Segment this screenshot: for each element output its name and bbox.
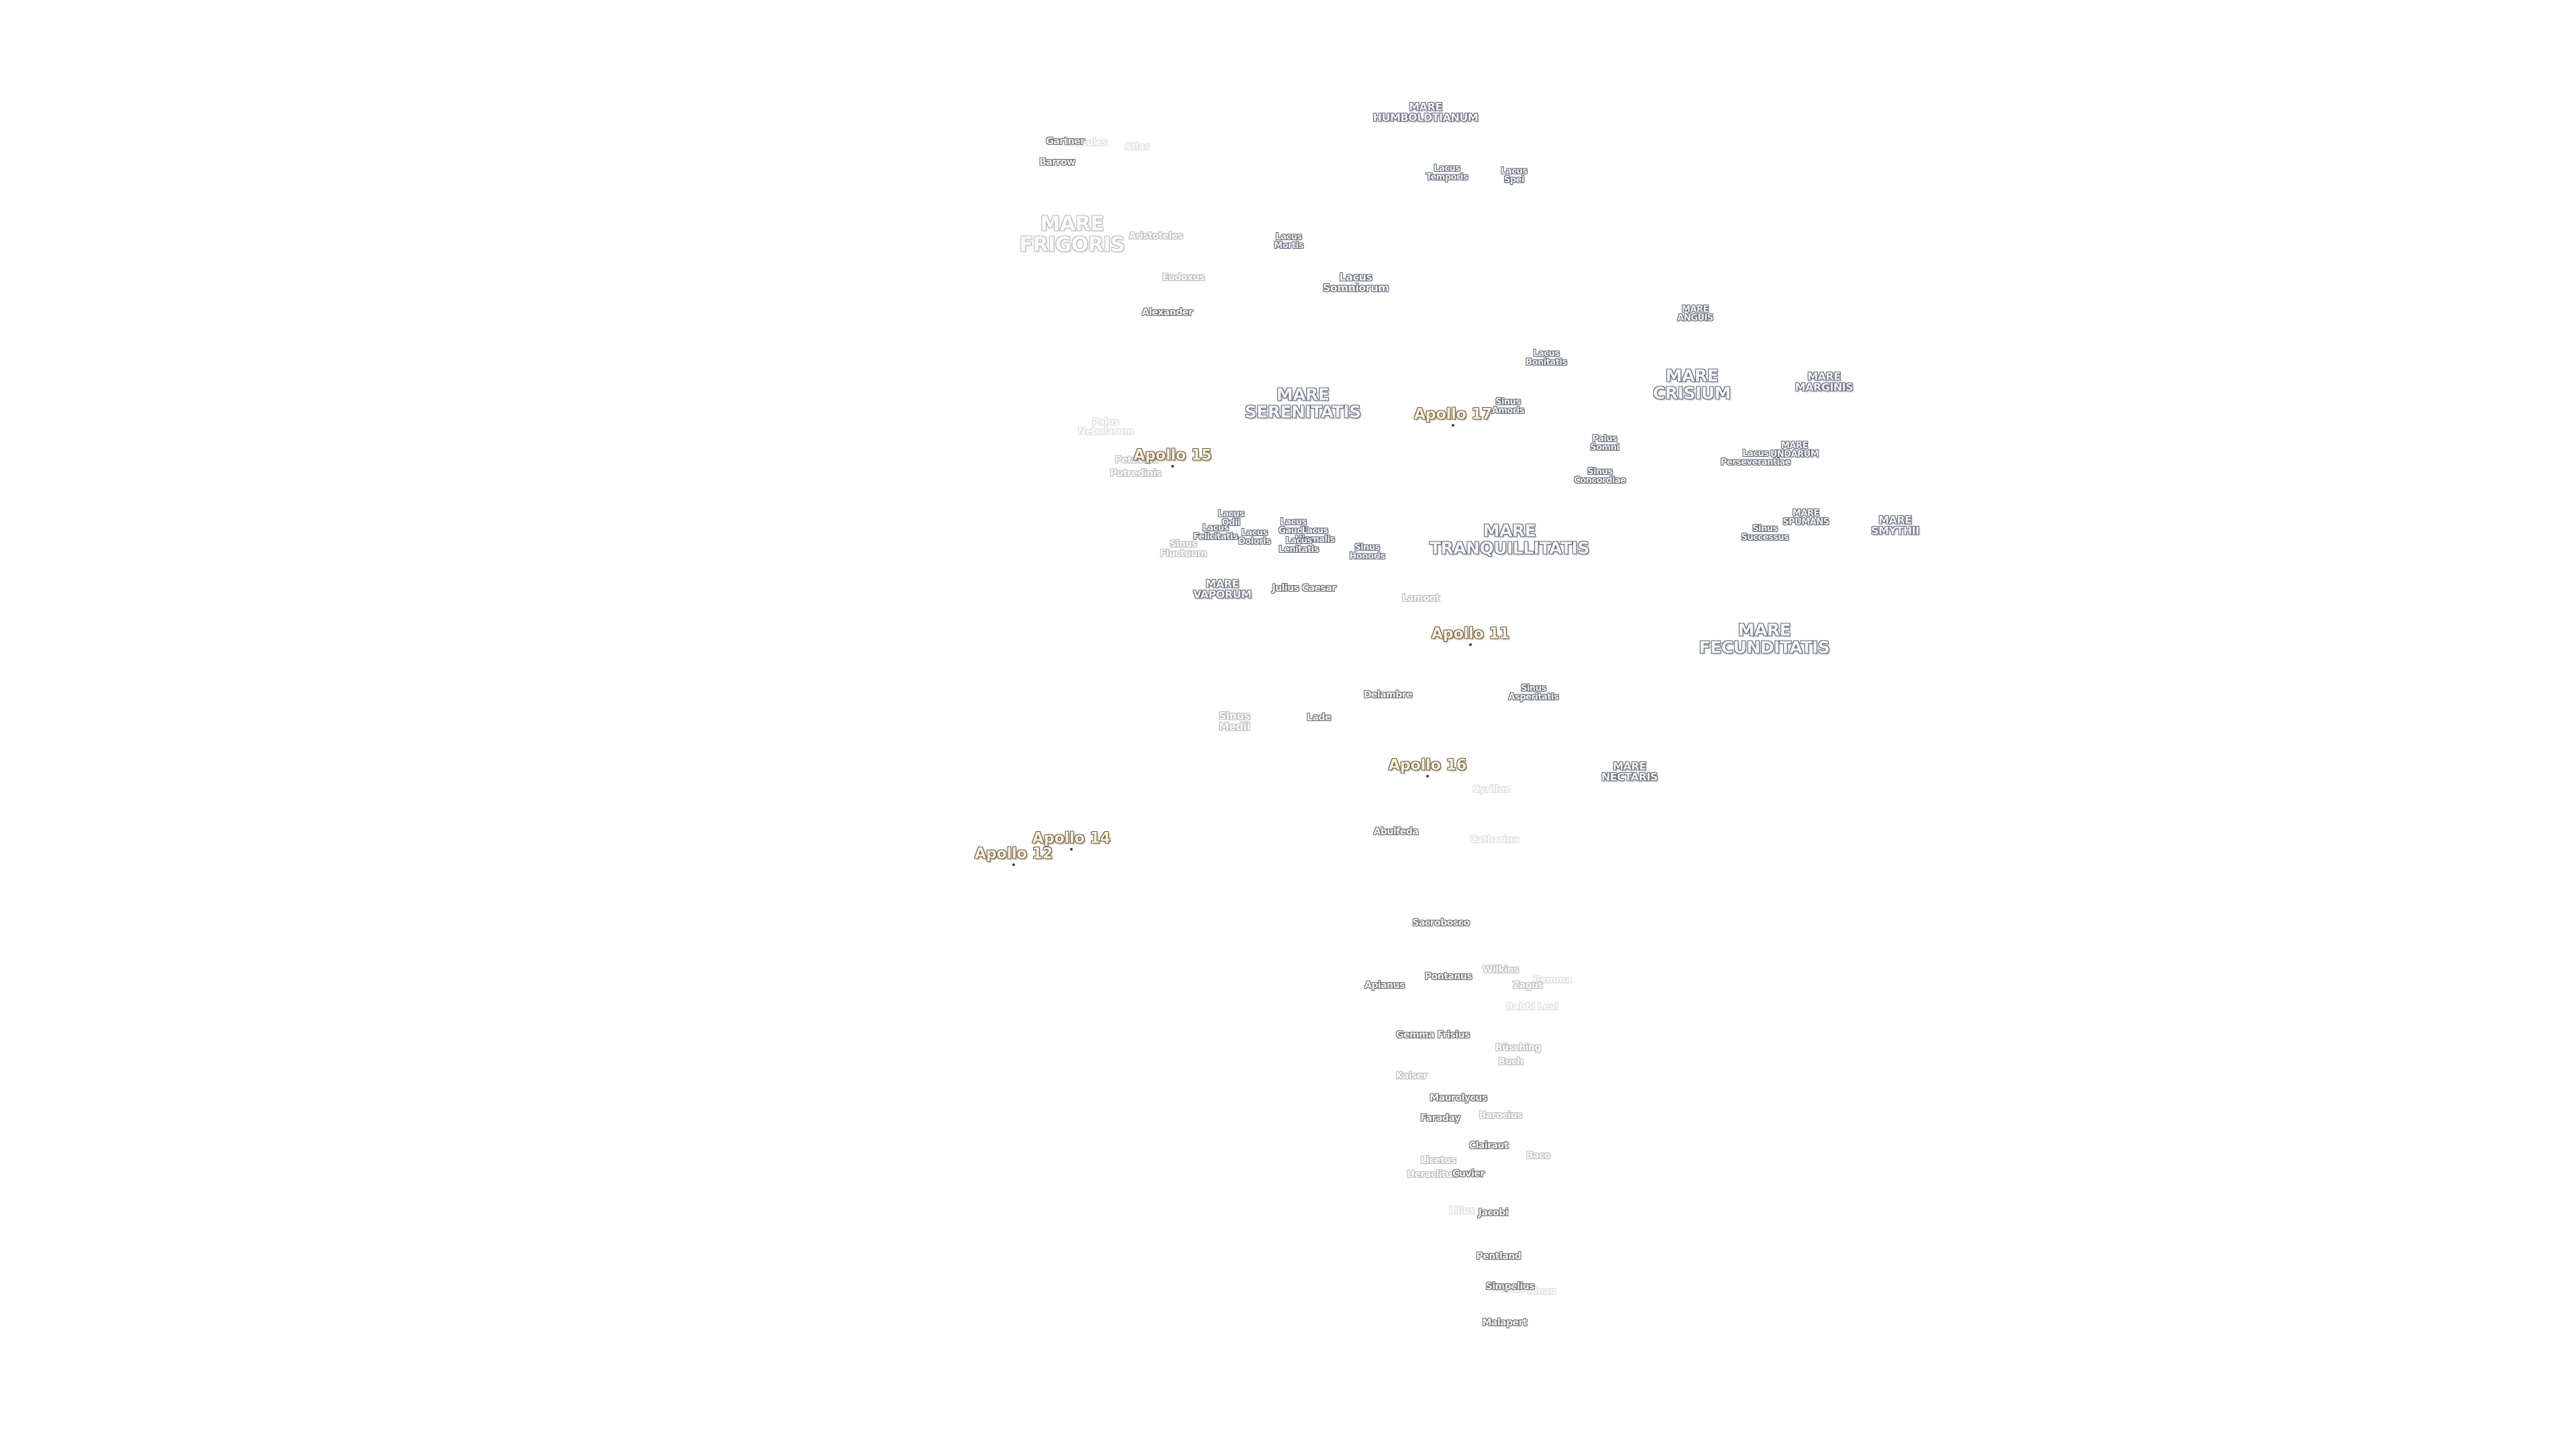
feature-label-lade: Lade (1307, 712, 1331, 723)
feature-label-lacus-perseverantiae: Lacus Perseverantiae (1720, 448, 1791, 468)
feature-label-lacus-somniorum: Lacus Somniorum (1322, 270, 1389, 294)
feature-label-barrow: Barrow (1039, 156, 1075, 168)
feature-label-rabbi-levi: Rabbi Levi (1506, 1001, 1558, 1012)
feature-label-maurolycus: Maurolycus (1430, 1092, 1487, 1104)
feature-label-lilius: Lilius (1448, 1205, 1475, 1216)
feature-label-mare-crisium: MARE CRISIUM (1653, 366, 1731, 402)
feature-label-palus-nebularum: Palus Nebularum (1077, 417, 1134, 437)
feature-label-sinus-amoris: Sinus Amoris (1491, 396, 1525, 416)
feature-label-lacus-temporis: Lacus Temporis (1426, 163, 1468, 182)
feature-label-mare-tranquillitatis: MARE TRANQUILLITATIS (1430, 521, 1589, 557)
landing-site-marker[interactable] (1426, 775, 1429, 777)
feature-label-lamont: Lamont (1401, 592, 1440, 604)
feature-label-gemma: Gemma (1533, 974, 1572, 985)
feature-label-kinau: Kinau (1527, 1285, 1556, 1297)
feature-label-mare-frigoris: MARE FRIGORIS (1019, 212, 1125, 256)
feature-label-mare-anguis: MARE ANGUIS (1677, 304, 1713, 323)
feature-label-licetus: Licetus (1420, 1155, 1456, 1166)
feature-label-kaiser: Kaiser (1395, 1070, 1428, 1081)
feature-label-lacus-odii: Lacus Odii (1218, 508, 1244, 528)
feature-label-faraday: Faraday (1420, 1112, 1460, 1124)
feature-label-heraclitus: Heraclitus (1407, 1169, 1458, 1180)
feature-label-lacus-felicitatis: Lacus Felicitatis (1193, 523, 1238, 542)
feature-label-b-sching: Büsching (1495, 1042, 1542, 1053)
apollo-site-apollo-14[interactable]: Apollo 14 (1032, 830, 1111, 847)
feature-label-mare-fecunditatis: MARE FECUNDITATIS (1699, 620, 1830, 657)
landing-site-marker[interactable] (1012, 863, 1015, 866)
feature-label-malapert: Malapert (1482, 1317, 1527, 1328)
feature-label-palus-somni: Palus Somni (1590, 433, 1619, 453)
feature-label-mare-undarum: MARE UNDARUM (1770, 440, 1819, 460)
feature-label-mare-nectaris: MARE NECTARIS (1601, 759, 1658, 784)
feature-label-atlas: Atlas (1124, 141, 1150, 152)
feature-label-gemma-frisius: Gemma Frisius (1396, 1029, 1470, 1040)
apollo-site-apollo-16[interactable]: Apollo 16 (1388, 757, 1467, 774)
apollo-site-apollo-15[interactable]: Apollo 15 (1133, 447, 1212, 464)
feature-label-sacrobosco: Sacrobosco (1412, 917, 1470, 928)
landing-site-marker[interactable] (1171, 465, 1174, 468)
feature-label-pontanus: Pontanus (1424, 971, 1472, 982)
feature-label-lacus-spei: Lacus Spei (1501, 166, 1527, 185)
feature-label-mare-humboldtianum: MARE HUMBOLDTIANUM (1373, 100, 1479, 124)
feature-label-lacus-bonitatis: Lacus Bonitatis (1525, 348, 1567, 368)
feature-label-apianus: Apianus (1364, 979, 1405, 991)
apollo-site-apollo-12[interactable]: Apollo 12 (974, 845, 1053, 863)
feature-label-cyrillus: Cyrillus (1472, 784, 1510, 795)
feature-label-gartner: Gartner (1046, 136, 1085, 147)
feature-label-aristoteles: Aristoteles (1128, 230, 1183, 241)
feature-label-catharina: Catharina (1470, 834, 1519, 845)
feature-label-mare-marginis: MARE MARGINIS (1794, 370, 1854, 394)
feature-label-pentland: Pentland (1476, 1250, 1521, 1262)
feature-label-mare-serenitatis: MARE SERENITATIS (1244, 384, 1361, 421)
landing-site-marker[interactable] (1469, 643, 1472, 646)
feature-label-putredinis: Putredinis (1110, 468, 1162, 479)
feature-label-baco: Baco (1525, 1150, 1551, 1161)
feature-label-wilkins: Wilkins (1483, 964, 1519, 975)
feature-label-zagut: Zagut (1513, 979, 1542, 991)
feature-label-simpelius: Simpelius (1485, 1281, 1535, 1292)
feature-label-sinus-successus: Sinus Successus (1741, 523, 1789, 543)
feature-label-buch: Buch (1498, 1056, 1523, 1067)
feature-label-sinus-fluctuum: Sinus Fluctuum (1160, 539, 1207, 559)
feature-label-mutus: Mutus (1493, 1283, 1525, 1295)
feature-label-clairaut: Clairaut (1468, 1140, 1509, 1151)
feature-label-alexander: Alexander (1142, 307, 1193, 318)
feature-label-lacus-doloris: Lacus Doloris (1238, 527, 1271, 547)
feature-label-abulfeda: Abulfeda (1373, 826, 1419, 837)
landing-site-marker[interactable] (1452, 424, 1454, 427)
feature-label-cuvier: Cuvier (1452, 1168, 1485, 1179)
feature-label-hercules: Hercules (1063, 137, 1108, 148)
feature-label-lacus-mortis: Lacus Mortis (1274, 231, 1303, 251)
feature-label-jacobi: Jacobi (1478, 1207, 1509, 1218)
feature-label-sinus-medii: Sinus Medii (1218, 709, 1250, 733)
feature-label-mare-spumans: MARE SPUMANS (1782, 508, 1829, 527)
apollo-site-apollo-17[interactable]: Apollo 17 (1413, 406, 1493, 423)
feature-label-mare-vaporum: MARE VAPORUM (1193, 577, 1252, 601)
feature-label-julius-caesar: Julius Caesar (1272, 582, 1336, 594)
feature-label-sinus-concordiae: Sinus Concordiae (1574, 466, 1626, 486)
feature-label-sinus-honoris: Sinus Honoris (1349, 542, 1385, 561)
feature-label-eudoxus: Eudoxus (1162, 272, 1205, 283)
feature-label-lacus-hiemalis: Lacus Hiemalis (1295, 525, 1335, 545)
feature-label-mare-smythii: MARE SMYTHII (1871, 513, 1919, 537)
feature-label-lacus-lenitatis: Lacus Lenitatis (1279, 535, 1319, 555)
apollo-site-apollo-11[interactable]: Apollo 11 (1431, 625, 1510, 643)
feature-label-petavius: Petavius (1114, 454, 1159, 466)
feature-label-delambre: Delambre (1363, 689, 1413, 700)
feature-label-barocius: Barocius (1479, 1110, 1523, 1121)
feature-label-sinus-asperitatis: Sinus Asperitatis (1508, 683, 1559, 702)
landing-site-marker[interactable] (1070, 848, 1073, 851)
feature-label-lacus-gaudii: Lacus Gaudii (1279, 517, 1308, 536)
